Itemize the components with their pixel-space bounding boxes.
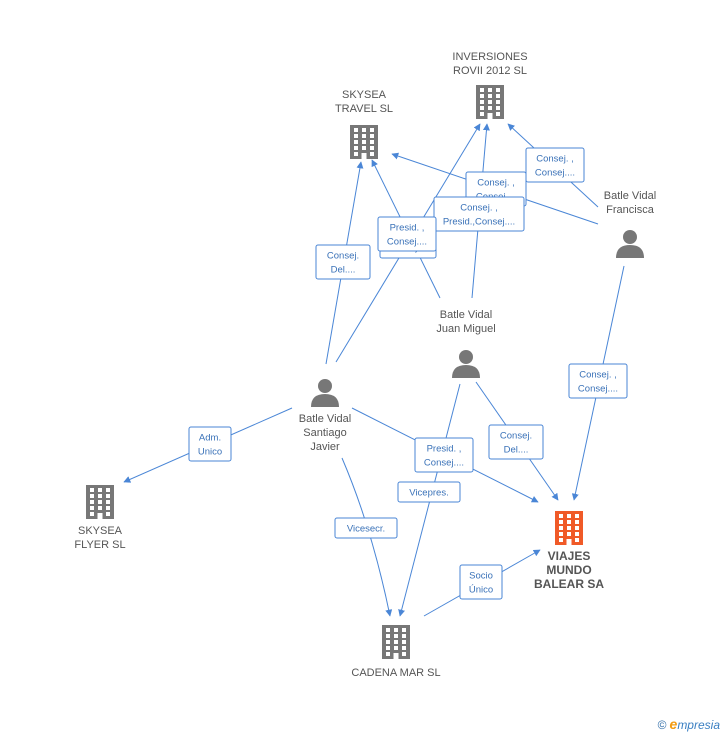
node-label: TRAVEL SL: [335, 103, 393, 115]
edge-label-santiago-skysea[interactable]: Consej. Del....: [315, 244, 371, 280]
edge-label-text: Consej....: [535, 168, 575, 179]
brand-logo: empresia: [669, 716, 720, 732]
footer-brand: ©empresia: [658, 716, 720, 732]
node-label: CADENA MAR SL: [351, 667, 440, 679]
node-label: Batle Vidal: [299, 413, 351, 425]
edge-label-text: Vicepres.: [409, 488, 448, 499]
edge-label-text: Presid. ,: [427, 444, 462, 455]
node-label: Santiago: [303, 427, 346, 439]
node-label: Javier: [310, 441, 340, 453]
person-icon: [311, 379, 339, 407]
building-icon: [555, 511, 583, 545]
edge-label-text: Consej. ,: [477, 178, 515, 189]
node-inversiones[interactable]: INVERSIONES ROVII 2012 SL: [452, 51, 528, 119]
edge-label-text: Unico: [198, 447, 222, 458]
node-skysea-flyer[interactable]: SKYSEA FLYER SL: [74, 485, 126, 551]
edge-label-text: Único: [469, 585, 493, 596]
node-cadena[interactable]: CADENA MAR SL: [351, 625, 441, 679]
building-icon: [476, 85, 504, 119]
edge-label-text: Consej. ,: [579, 370, 617, 381]
node-label: MUNDO: [546, 563, 591, 577]
edge-label-santiago-inversiones[interactable]: Presid. , Consej....: [377, 216, 437, 252]
edge-label-text: Del....: [331, 265, 356, 276]
edge-label-juan-viajes[interactable]: Consej. Del....: [488, 424, 544, 460]
edge-label-francisca-inversiones[interactable]: Consej. , Consej....: [525, 147, 585, 183]
edge-label-text: Presid.,Consej....: [443, 217, 515, 228]
edge-label-text: Consej. ,: [460, 203, 498, 214]
building-icon: [382, 625, 410, 659]
edge-label-text: Presid. ,: [390, 223, 425, 234]
person-icon: [452, 350, 480, 378]
node-label: VIAJES: [548, 549, 591, 563]
node-label: Francisca: [606, 204, 655, 216]
edge-label-text: Vicesecr.: [347, 524, 385, 535]
copyright-symbol: ©: [657, 718, 667, 732]
node-label: SKYSEA: [78, 525, 123, 537]
node-label: INVERSIONES: [452, 51, 527, 63]
person-icon: [616, 230, 644, 258]
node-skysea-travel[interactable]: SKYSEA TRAVEL SL: [335, 89, 393, 159]
edge-label-text: Socio: [469, 571, 493, 582]
edge-label-santiago-viajes[interactable]: Presid. , Consej....: [414, 437, 474, 473]
node-label: BALEAR SA: [534, 577, 604, 591]
building-icon: [86, 485, 114, 519]
edge-label-francisca-viajes[interactable]: Consej. , Consej....: [568, 363, 628, 399]
edge-label-text: Consej....: [424, 458, 464, 469]
node-label: FLYER SL: [74, 539, 125, 551]
node-label: Batle Vidal: [604, 190, 656, 202]
edge-label-text: Del....: [504, 445, 529, 456]
edge-label-juan-inversiones[interactable]: Consej. , Presid.,Consej....: [433, 196, 525, 232]
node-label: Batle Vidal: [440, 309, 492, 321]
edge-label-juan-cadena[interactable]: Vicepres.: [397, 481, 461, 503]
edge-label-text: Consej....: [578, 384, 618, 395]
edge-label-santiago-cadena[interactable]: Vicesecr.: [334, 517, 398, 539]
edge-label-text: Adm.: [199, 433, 221, 444]
node-label: Juan Miguel: [436, 323, 495, 335]
edge-label-text: Consej.: [500, 431, 532, 442]
edge-label-text: Consej....: [387, 237, 427, 248]
node-label: SKYSEA: [342, 89, 387, 101]
edge-label-text: Consej. ,: [536, 154, 574, 165]
edge-label-text: Consej.: [327, 251, 359, 262]
building-icon: [350, 125, 378, 159]
edge-label-santiago-flyer[interactable]: Adm. Unico: [188, 426, 232, 462]
node-label: ROVII 2012 SL: [453, 65, 527, 77]
